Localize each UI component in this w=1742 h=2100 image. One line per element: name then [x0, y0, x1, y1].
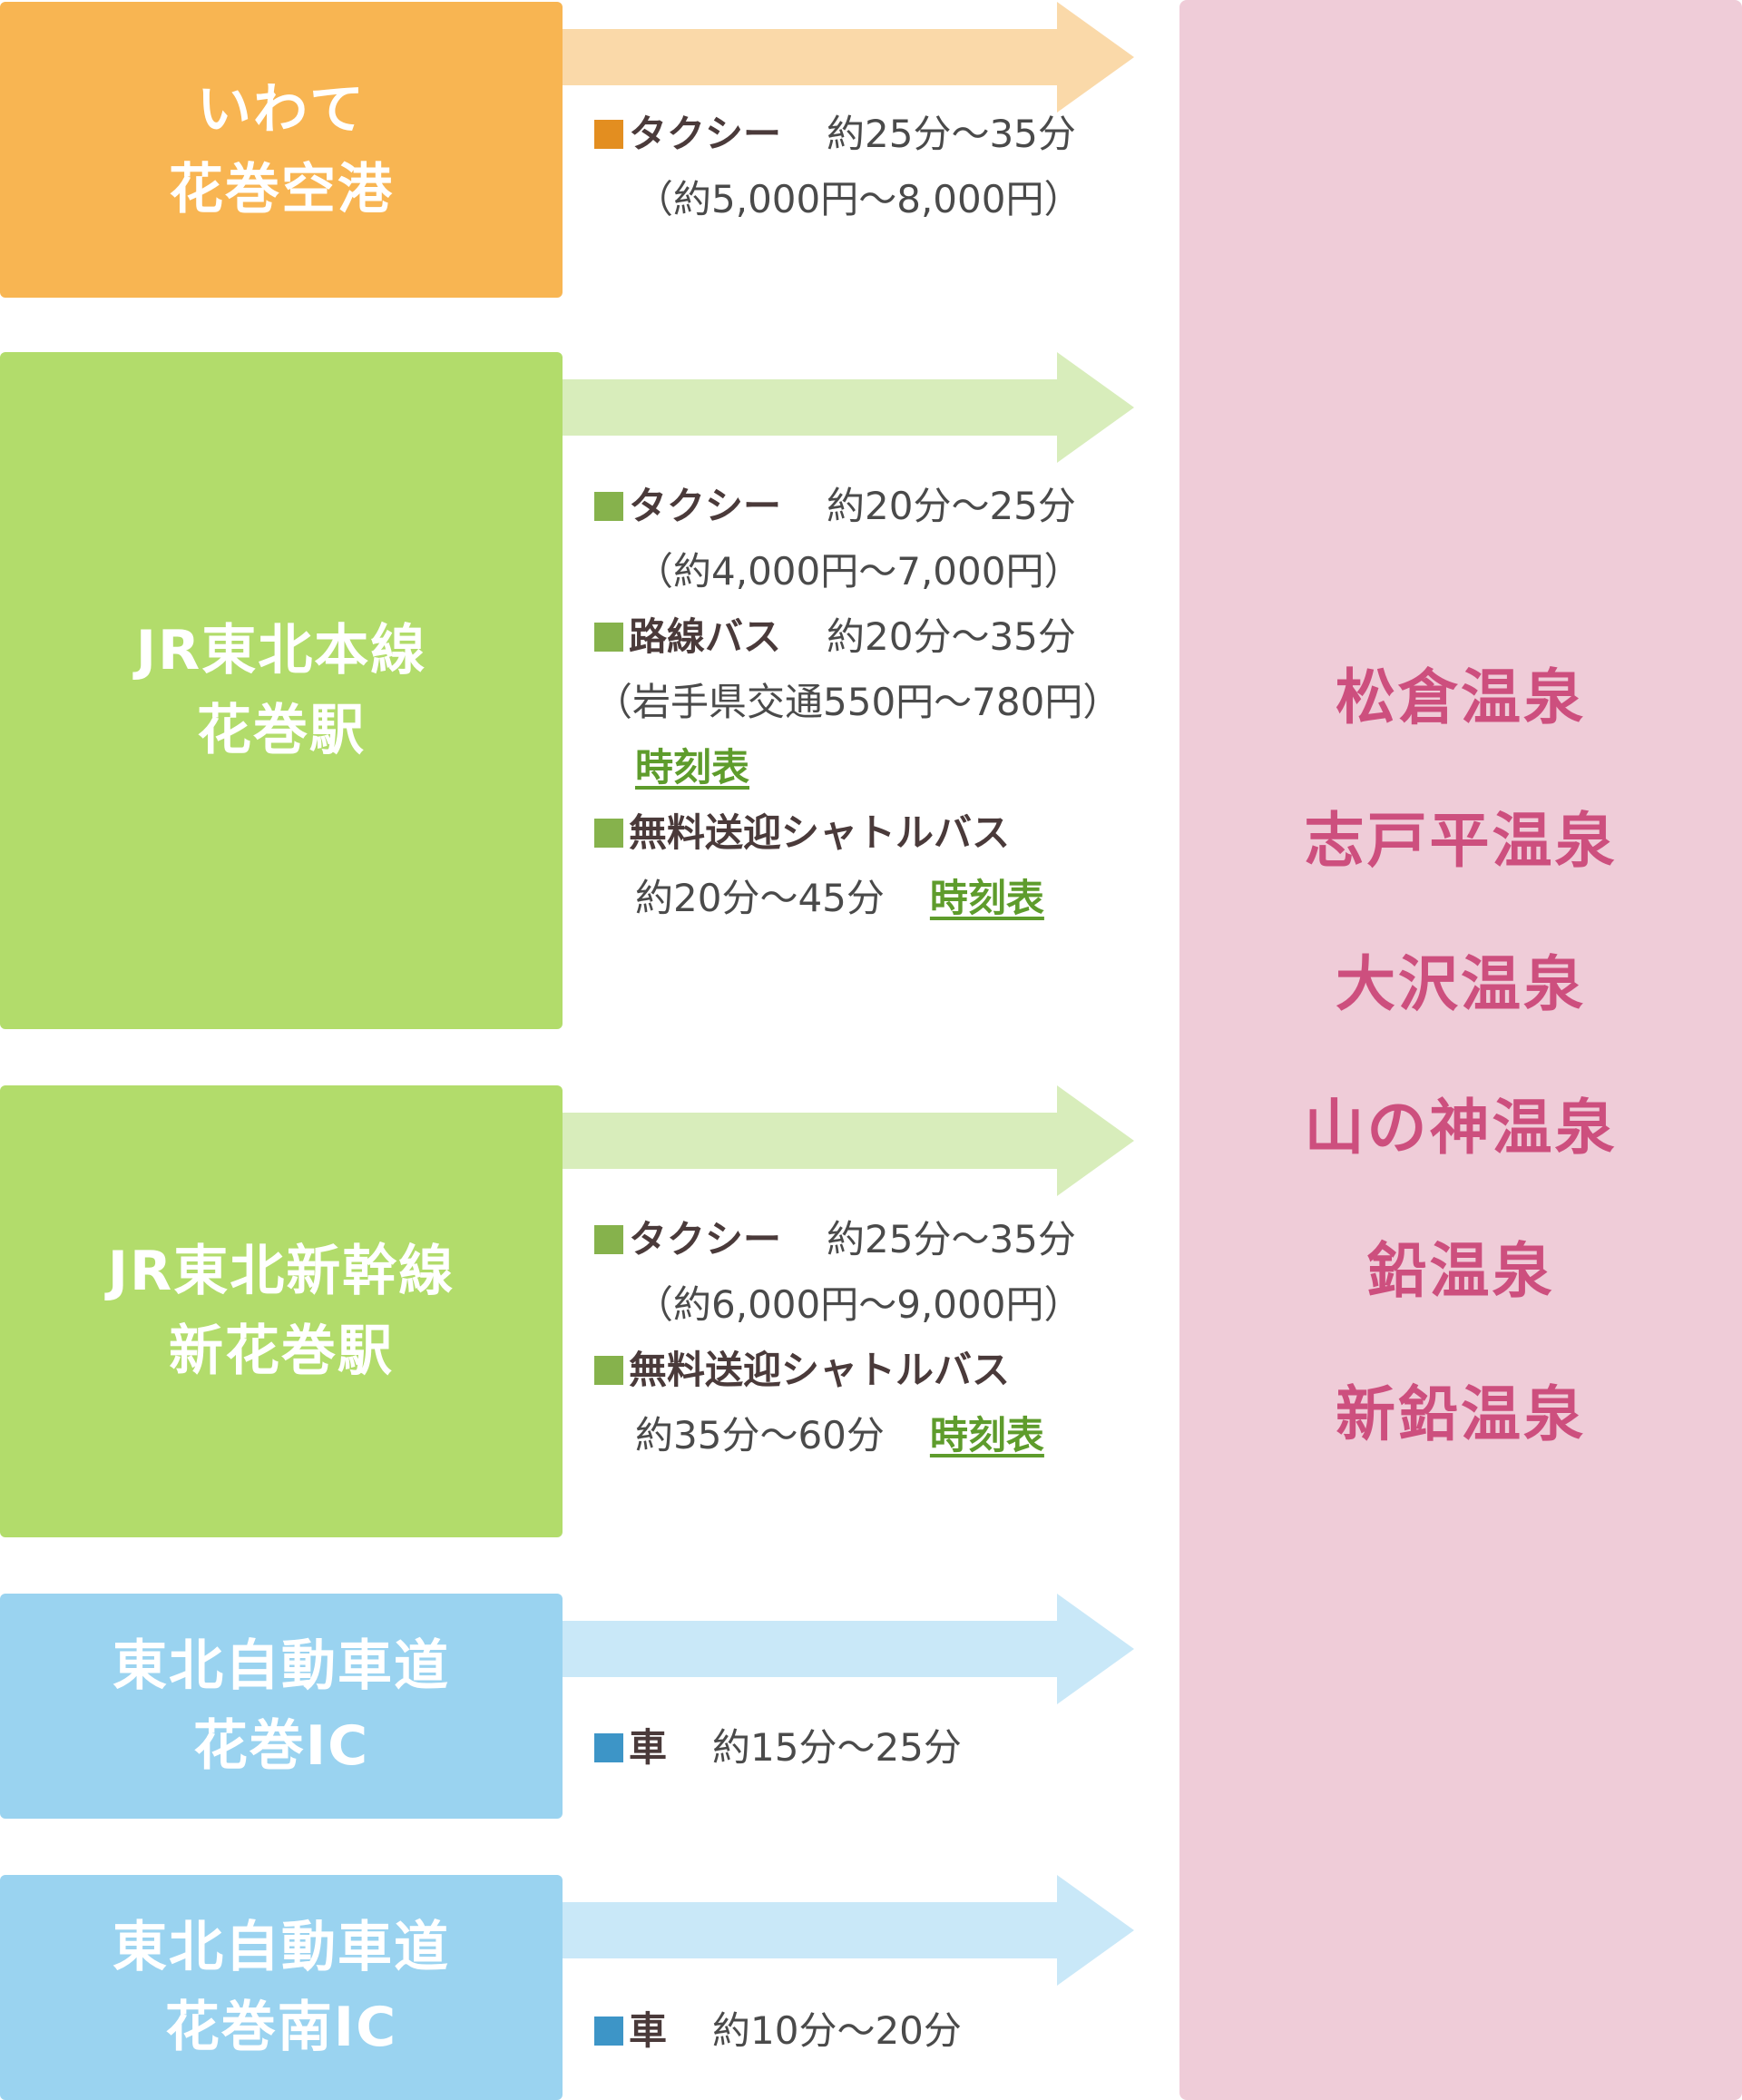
route-bus: 路線バス約20分〜35分 [594, 604, 1121, 670]
square-marker-icon [594, 492, 623, 521]
travel-time: 約25分〜35分 [827, 112, 1076, 156]
arrow-airport [563, 2, 1134, 113]
destination-list: 松倉温泉 志戸平温泉 大沢温泉 山の神温泉 鉛温泉 新鉛温泉 [1179, 626, 1742, 1487]
square-marker-icon [594, 623, 623, 652]
mode-label: 車 [629, 2008, 668, 2053]
origin-line: 新花巻駅 [169, 1320, 394, 1383]
travel-time: 約10分〜20分 [712, 2008, 962, 2053]
timetable-link[interactable]: 時刻表 [635, 745, 750, 790]
route-shuttle: 無料送迎シャトルバス [594, 1338, 1081, 1403]
destination-shin-namari-onsen[interactable]: 新鉛温泉 [1336, 1379, 1586, 1449]
route-car: 車約15分〜25分 [594, 1715, 962, 1781]
timetable-link[interactable]: 時刻表 [929, 876, 1044, 920]
mode-label: 車 [629, 1725, 668, 1770]
mode-label: 路線バス [629, 614, 782, 659]
origin-hanamaki-airport: いわて 花巻空港 [0, 2, 563, 298]
origin-line: JR東北新幹線 [107, 1240, 455, 1303]
arrow-hanamaki-minami-ic [563, 1875, 1134, 1986]
route-taxi: タクシー 約25分〜35分 [594, 102, 1081, 167]
mode-label: タクシー [629, 112, 782, 156]
square-marker-icon [594, 120, 623, 149]
fare-note: （約5,000円〜8,000円） [635, 177, 1082, 221]
travel-time: 約20分〜45分 [635, 876, 885, 920]
travel-time: 約15分〜25分 [712, 1725, 962, 1770]
fare-note: （約4,000円〜7,000円） [635, 549, 1082, 594]
origin-line: 東北自動車道 [113, 1634, 450, 1698]
mode-label: 無料送迎シャトルバス [629, 1348, 1011, 1392]
fare-note: （約6,000円〜9,000円） [635, 1282, 1082, 1327]
square-marker-icon [594, 1733, 623, 1762]
origin-shin-hanamaki-station: JR東北新幹線 新花巻駅 [0, 1085, 563, 1537]
mode-label: 無料送迎シャトルバス [629, 810, 1011, 855]
destination-panel [1179, 0, 1742, 2100]
arrow-hanamaki-ic [563, 1594, 1134, 1704]
destination-namari-onsen[interactable]: 鉛温泉 [1366, 1236, 1555, 1306]
timetable-link[interactable]: 時刻表 [929, 1413, 1044, 1457]
travel-time: 約25分〜35分 [827, 1217, 1076, 1261]
mode-label: タクシー [629, 1217, 782, 1261]
travel-time: 約35分〜60分 [635, 1413, 885, 1457]
arrow-hanamaki-station [563, 352, 1134, 463]
square-marker-icon [594, 1356, 623, 1385]
origin-line: JR東北本線 [135, 619, 427, 682]
origin-line: 花巻南IC [164, 1996, 398, 2059]
arrow-shin-hanamaki-station [563, 1085, 1134, 1196]
square-marker-icon [594, 1225, 623, 1254]
route-taxi: タクシー 約25分〜35分 [594, 1207, 1081, 1272]
origin-line: いわて [197, 78, 366, 142]
origin-line: 花巻駅 [197, 699, 366, 762]
travel-time: 約20分〜25分 [827, 484, 1076, 528]
origin-line: 東北自動車道 [113, 1916, 450, 1979]
fare-note: （岩手県交通550円〜780円） [594, 680, 1121, 724]
route-info-hanamaki-minami-ic: 車約10分〜20分 [594, 1998, 962, 2064]
route-taxi: タクシー 約20分〜25分 [594, 474, 1121, 539]
square-marker-icon [594, 819, 623, 848]
route-info-shin-hanamaki-station: タクシー 約25分〜35分 （約6,000円〜9,000円） 無料送迎シャトルバス… [594, 1207, 1081, 1468]
mode-label: タクシー [629, 484, 782, 528]
origin-line: 花巻IC [192, 1714, 370, 1778]
route-info-hanamaki-station: タクシー 約20分〜25分 （約4,000円〜7,000円） 路線バス約20分〜3… [594, 474, 1121, 931]
square-marker-icon [594, 2017, 623, 2046]
destination-yamanokami-onsen[interactable]: 山の神温泉 [1304, 1093, 1618, 1163]
origin-hanamaki-minami-ic: 東北自動車道 花巻南IC [0, 1875, 563, 2100]
route-car: 車約10分〜20分 [594, 1998, 962, 2064]
destination-osawa-onsen[interactable]: 大沢温泉 [1336, 949, 1586, 1019]
route-shuttle: 無料送迎シャトルバス [594, 800, 1121, 866]
route-info-airport: タクシー 約25分〜35分 （約5,000円〜8,000円） [594, 102, 1081, 232]
travel-time: 約20分〜35分 [827, 614, 1076, 659]
route-info-hanamaki-ic: 車約15分〜25分 [594, 1715, 962, 1781]
destination-matsukura-onsen[interactable]: 松倉温泉 [1336, 662, 1586, 732]
origin-hanamaki-ic: 東北自動車道 花巻IC [0, 1594, 563, 1819]
destination-shidotaira-onsen[interactable]: 志戸平温泉 [1304, 806, 1618, 876]
origin-line: 花巻空港 [169, 158, 394, 221]
origin-hanamaki-station: JR東北本線 花巻駅 [0, 352, 563, 1029]
